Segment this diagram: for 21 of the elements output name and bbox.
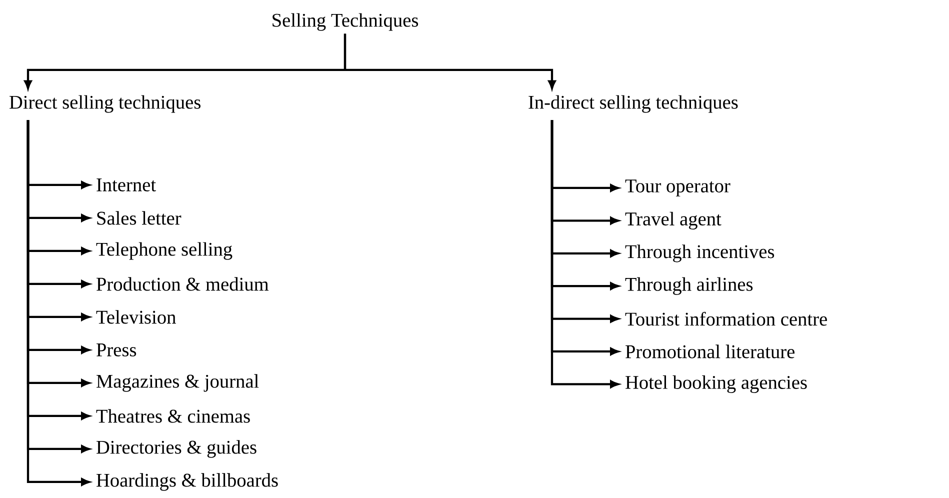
item-text: Theatres & cinemas [96, 409, 250, 423]
item-text: Tourist information centre [625, 312, 827, 326]
item-text: Press [96, 344, 136, 356]
item-text: Sales letter [97, 211, 182, 225]
item-text: Travel agent [625, 212, 722, 230]
item-text: Television [96, 310, 176, 324]
item-text: Through incentives [625, 244, 774, 262]
category-text: Direct selling techniques [10, 95, 200, 113]
item-text: Hotel booking agencies [626, 375, 807, 393]
item-text: Hoardings & billboards [96, 473, 278, 491]
item-text: Through airlines [625, 277, 753, 295]
heading-text: Selling Techniques [272, 13, 418, 31]
item-text: Directories & guides [96, 440, 256, 458]
item-text: Internet [96, 178, 156, 192]
category-text: In-direct selling techniques [528, 95, 738, 113]
item-text: Production & medium [96, 277, 269, 291]
item-text: Promotional literature [626, 344, 794, 358]
item-text: Tour operator [625, 180, 730, 196]
arrow [344, 34, 556, 90]
item-text: Telephone selling [96, 242, 232, 260]
item-text: Magazines & journal [96, 374, 259, 392]
